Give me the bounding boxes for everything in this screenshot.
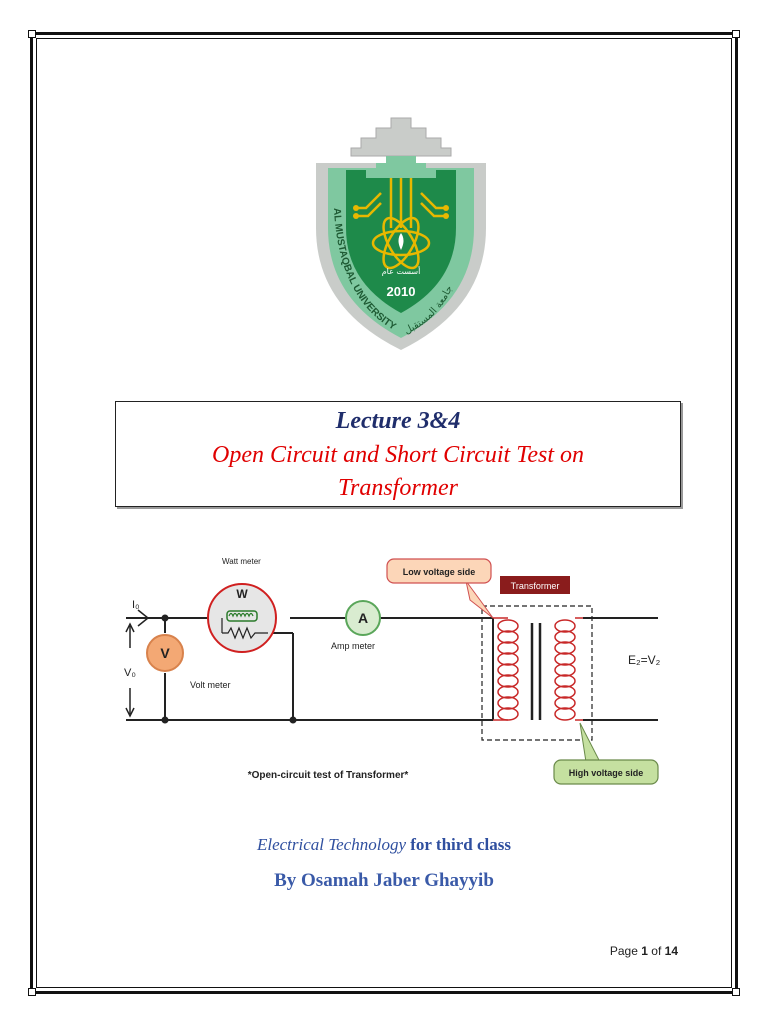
high-voltage-callout-text: High voltage side: [569, 768, 644, 778]
wattmeter-label: Watt meter: [222, 557, 261, 566]
ammeter-label: Amp meter: [331, 641, 375, 651]
lecture-title: Lecture 3&4: [335, 408, 461, 434]
course-name: Electrical Technology: [256, 835, 407, 854]
open-circuit-diagram: I₀ V₀ V Volt meter Watt meter W A Amp me…: [124, 557, 661, 785]
current-i0-label: I₀: [132, 599, 140, 611]
title-box: Lecture 3&4 Open Circuit and Short Circu…: [115, 401, 681, 507]
voltage-v0-label: V₀: [124, 667, 136, 679]
logo-established-text: أسست عام: [382, 266, 421, 276]
logo-year: 2010: [387, 284, 416, 299]
wattmeter-icon: [207, 583, 277, 653]
ammeter-symbol: A: [358, 610, 368, 626]
page-prefix: Page: [609, 944, 638, 958]
wattmeter-symbol: W: [236, 587, 248, 601]
course-line: Electrical Technology for third class: [0, 835, 768, 855]
voltmeter-symbol: V: [160, 645, 170, 661]
border-corner: [732, 988, 740, 996]
lecture-subtitle: Open Circuit and Short Circuit Test on T…: [211, 442, 585, 501]
diagram-caption: *Open-circuit test of Transformer*: [248, 770, 409, 781]
low-voltage-callout-text: Low voltage side: [403, 567, 476, 577]
page-border-outer: [30, 32, 738, 994]
course-class: for third class: [410, 835, 512, 854]
transformer-label-box: [500, 576, 570, 594]
author-line: By Osamah Jaber Ghayyib: [274, 870, 494, 891]
border-corner: [28, 988, 36, 996]
voltmeter-label: Volt meter: [190, 680, 231, 690]
page-total: 14: [664, 944, 678, 958]
page-border-inner: [36, 38, 732, 988]
e2-v2-label: E₂=V₂: [628, 653, 661, 667]
ammeter-icon: [345, 600, 381, 636]
high-voltage-callout: [553, 759, 659, 785]
page-number: Page 1 of 14: [610, 944, 678, 958]
page-of: of: [651, 944, 662, 958]
secondary-coil: [554, 619, 576, 721]
university-logo: أسست عام 2010 AL MUSTAQBAL UNIVERSITY جا…: [316, 117, 486, 350]
voltmeter-icon: [146, 634, 184, 672]
border-corner: [732, 30, 740, 38]
transformer-box: [481, 605, 593, 741]
border-corner: [28, 30, 36, 38]
low-voltage-callout: [386, 558, 492, 584]
transformer-label: Transformer: [511, 581, 560, 591]
primary-coil: [497, 619, 519, 721]
page-current: 1: [641, 944, 648, 958]
